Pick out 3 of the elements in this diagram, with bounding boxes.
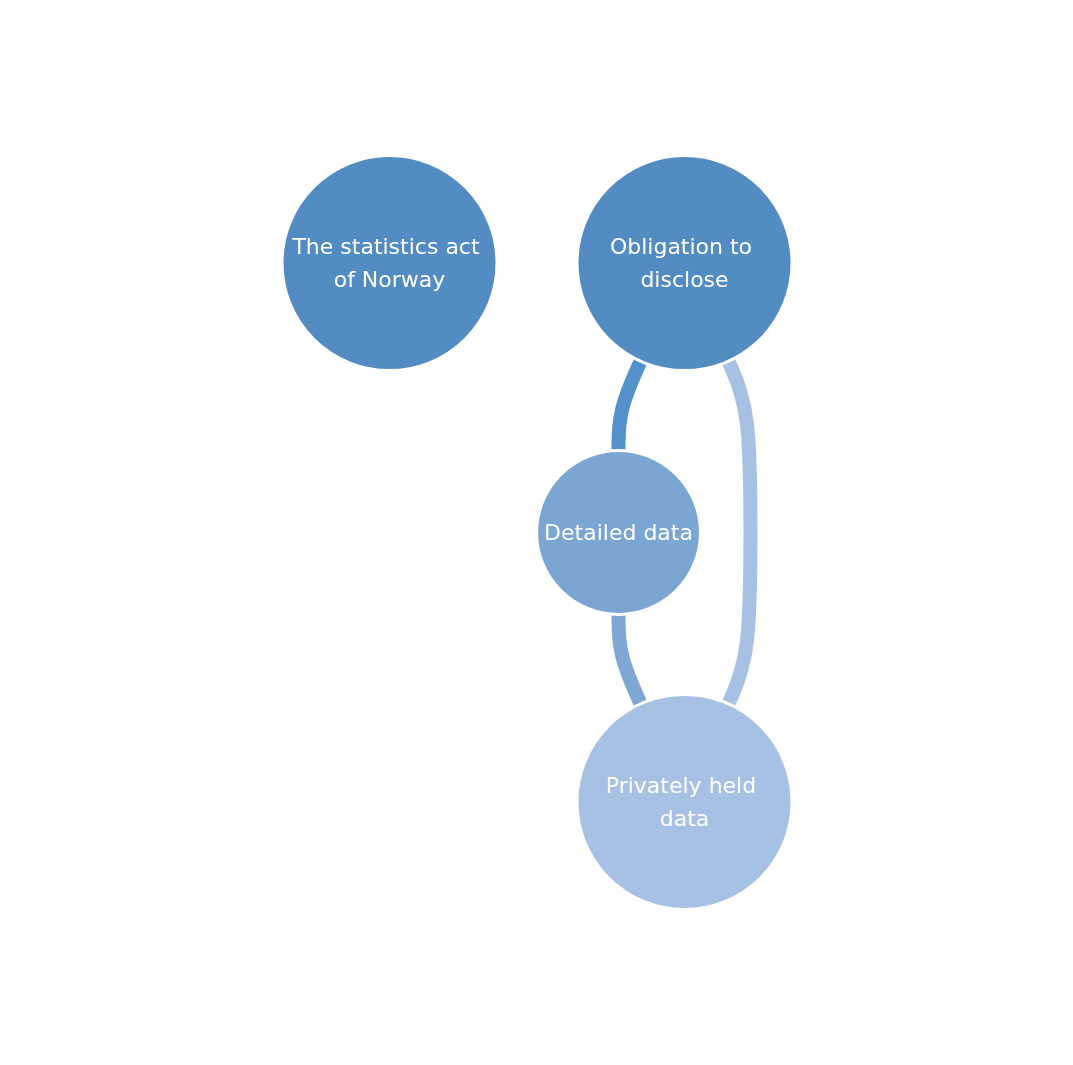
connector: [611, 358, 647, 451]
connector: [611, 614, 647, 707]
connector: [721, 358, 757, 707]
